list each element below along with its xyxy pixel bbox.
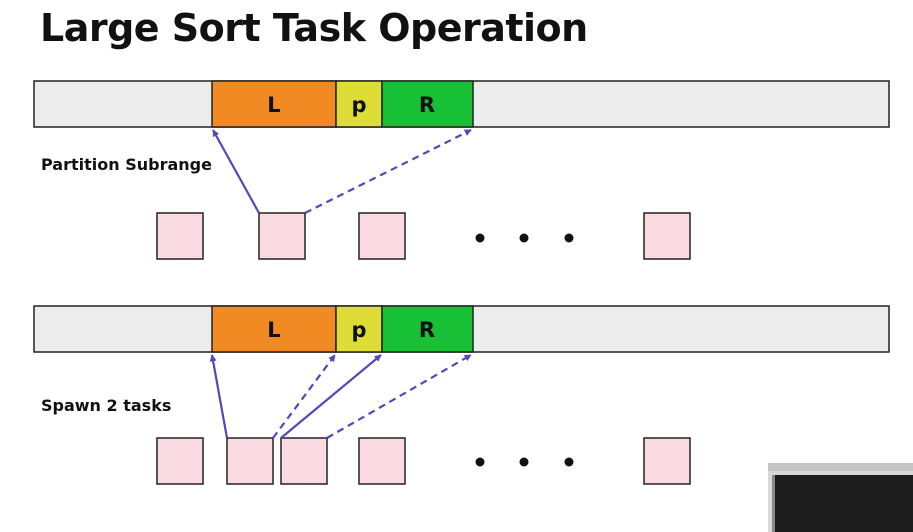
segment-pivot-label: p (351, 93, 366, 117)
segment-pivot-label: p (351, 318, 366, 342)
segment-left (211, 305, 337, 353)
segment-pivot (335, 80, 383, 128)
task-box (643, 437, 691, 485)
segment-left-label: L (267, 318, 280, 342)
video-frame-top (768, 463, 913, 471)
task-box (156, 212, 204, 260)
task-box (358, 212, 406, 260)
ellipsis-dot (564, 457, 574, 467)
task-box (156, 437, 204, 485)
segment-right (381, 305, 474, 353)
arrow-solid (212, 129, 260, 214)
video-frame-edge (772, 475, 775, 532)
ellipsis-dot (475, 233, 485, 243)
panel-2: L p R Spawn 2 tasks (33, 305, 890, 485)
segment-right (381, 80, 474, 128)
ellipsis-dot (519, 457, 529, 467)
task-box-right (280, 437, 328, 485)
task-box-active (258, 212, 306, 260)
arrow-dashed (326, 354, 472, 439)
panel-label: Spawn 2 tasks (41, 396, 171, 415)
segment-right-label: R (419, 93, 435, 117)
video-thumbnail (768, 463, 913, 532)
task-box (358, 437, 406, 485)
ellipsis-dot (564, 233, 574, 243)
page-title: Large Sort Task Operation (40, 6, 588, 50)
arrow-dashed (304, 129, 472, 214)
panel-1: L p R Partition Subrange (33, 80, 890, 260)
arrow-solid (209, 354, 229, 439)
arrow-solid (280, 354, 382, 439)
video-frame-dark (772, 475, 913, 532)
segment-left-label: L (267, 93, 280, 117)
segment-left (211, 80, 337, 128)
task-box-left (226, 437, 274, 485)
panel-label: Partition Subrange (41, 155, 212, 174)
segment-right-label: R (419, 318, 435, 342)
ellipsis-dot (475, 457, 485, 467)
ellipsis-dot (519, 233, 529, 243)
arrow-dashed (272, 354, 336, 439)
task-box (643, 212, 691, 260)
